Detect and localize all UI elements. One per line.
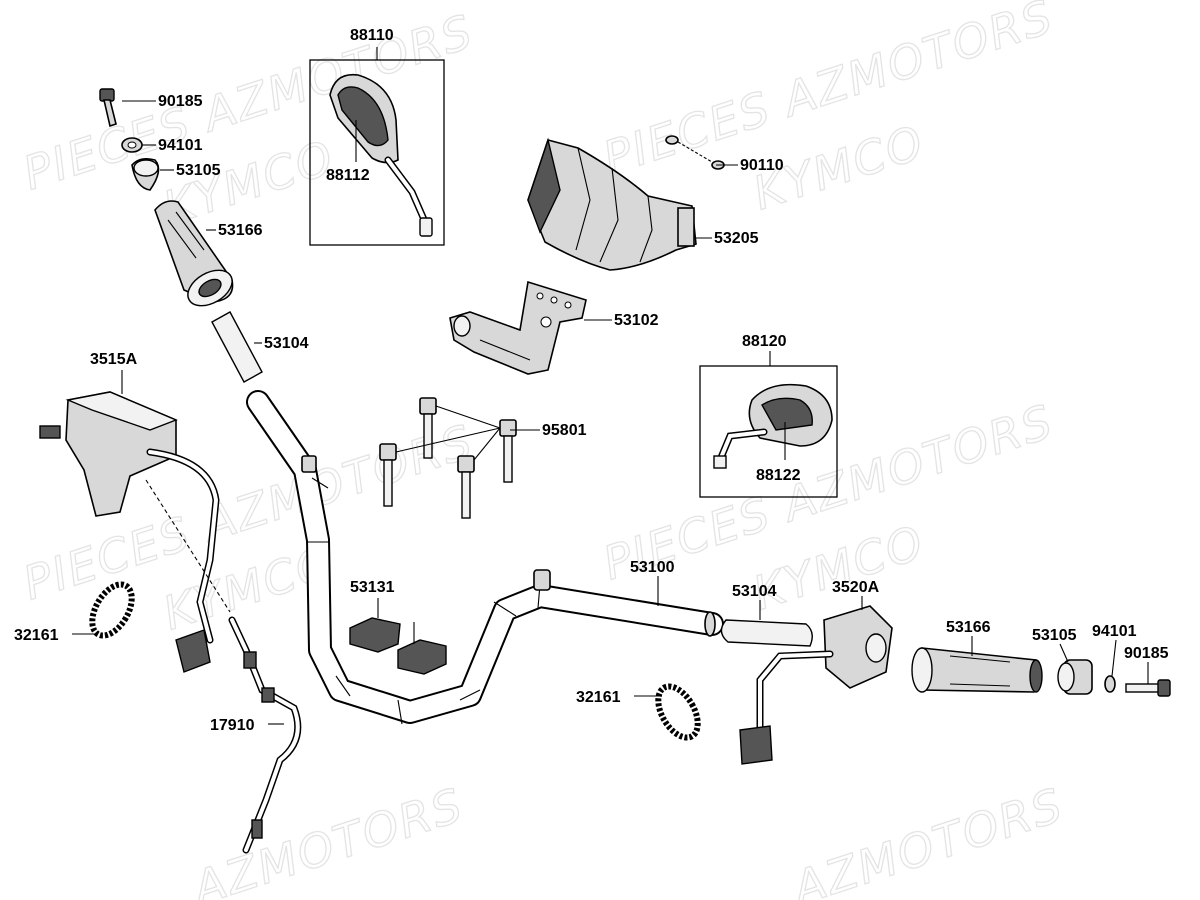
screw-90110[interactable]	[665, 135, 725, 170]
label-3515A: 3515A	[90, 351, 138, 368]
weight-53105-left[interactable]	[131, 158, 160, 191]
label-32161-left: 32161	[14, 627, 59, 644]
watermark-text: AZMOTORS	[784, 777, 1070, 900]
handlebar-53100[interactable]	[246, 390, 724, 725]
label-53105-right: 53105	[1032, 627, 1077, 644]
leader-lines	[72, 47, 1149, 725]
washer-94101-left[interactable]	[121, 137, 143, 153]
label-53131: 53131	[350, 579, 395, 596]
part-labels: 88110 88112 90185 94101 53105 53166 5310…	[14, 27, 1169, 734]
label-53102: 53102	[614, 312, 659, 329]
grip-53166-right[interactable]	[911, 647, 1043, 693]
label-88122: 88122	[756, 467, 801, 484]
label-53105-left: 53105	[176, 162, 221, 179]
label-53166-right: 53166	[946, 619, 991, 636]
bolt-90185-left[interactable]	[99, 88, 117, 128]
switch-3520A-right[interactable]	[739, 605, 893, 765]
mirror-88112-left[interactable]	[329, 73, 433, 237]
label-53166-left: 53166	[218, 222, 263, 239]
label-94101-right: 94101	[1092, 623, 1137, 640]
switch-3515A-left[interactable]	[39, 391, 220, 673]
label-90185-left: 90185	[158, 93, 203, 110]
label-90185-right: 90185	[1124, 645, 1169, 662]
label-3520A: 3520A	[832, 579, 880, 596]
label-88120: 88120	[742, 333, 787, 350]
label-53104-left: 53104	[264, 335, 309, 352]
bracket-53102[interactable]	[449, 280, 587, 375]
grip-53166-left[interactable]	[154, 200, 238, 313]
bolts-95801[interactable]	[379, 397, 517, 519]
label-17910: 17910	[210, 717, 255, 734]
label-90110: 90110	[740, 157, 784, 174]
tube-53104-left[interactable]	[211, 311, 263, 383]
washer-94101-right[interactable]	[1104, 675, 1116, 693]
label-94101-left: 94101	[158, 137, 203, 154]
label-53205: 53205	[714, 230, 759, 247]
label-32161-right: 32161	[576, 689, 621, 706]
tube-53104-right[interactable]	[720, 619, 813, 647]
bolt-90185-right[interactable]	[1125, 679, 1171, 697]
weight-53105-right[interactable]	[1057, 659, 1093, 695]
watermark-text: AZMOTORS	[184, 777, 470, 900]
label-53100: 53100	[630, 559, 675, 576]
label-95801: 95801	[542, 422, 587, 439]
label-88110: 88110	[350, 27, 394, 44]
label-53104-right: 53104	[732, 583, 777, 600]
cover-53205[interactable]	[527, 137, 697, 271]
clamps-53131[interactable]	[349, 617, 447, 675]
cable-17910[interactable]	[228, 616, 302, 854]
ring-32161-right[interactable]	[650, 680, 706, 744]
mirror-88120-frame	[699, 365, 838, 498]
mirror-88122-right[interactable]	[713, 383, 833, 469]
label-88112: 88112	[326, 167, 370, 184]
